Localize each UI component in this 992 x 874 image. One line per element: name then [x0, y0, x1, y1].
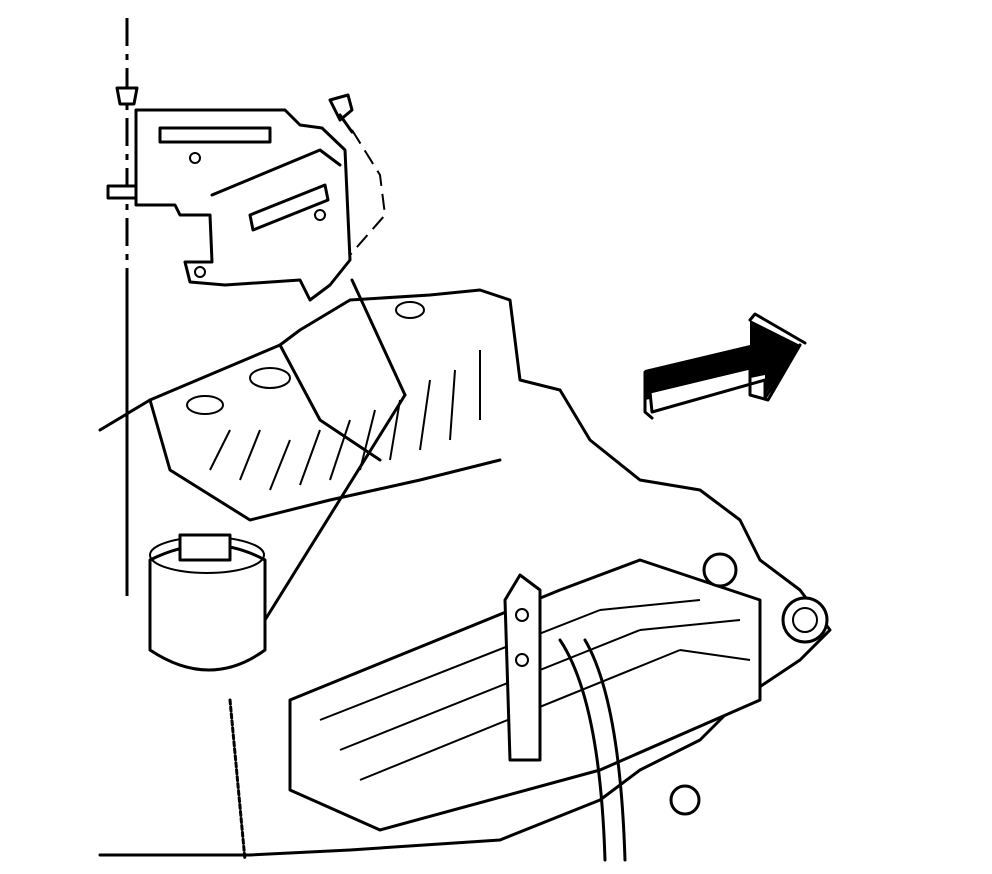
lift-bracket — [503, 573, 542, 762]
oil-filler-cap — [669, 552, 829, 816]
heat-shield-bracket — [134, 108, 352, 302]
front-direction-arrow-icon — [643, 312, 807, 420]
intake-manifold — [98, 288, 832, 857]
egr-valve — [148, 533, 267, 672]
bolt — [328, 93, 354, 134]
